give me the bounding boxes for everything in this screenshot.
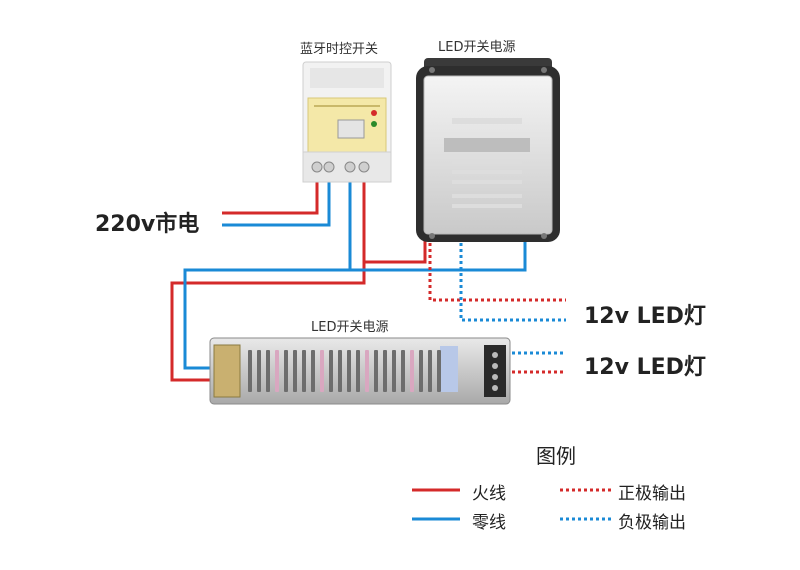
vent-slots (248, 350, 441, 392)
vent-slot (365, 350, 369, 392)
led-lamp-label-2: 12v LED灯 (584, 355, 706, 380)
neutral-to-top-psu-wire (348, 172, 527, 272)
positive-output-wires (428, 243, 566, 374)
legend-negative-label: 负极输出 (618, 513, 686, 533)
led-lamp-label-1: 12v LED灯 (584, 304, 706, 329)
bluetooth-timer-switch-device (302, 61, 392, 183)
vent-slot (266, 350, 270, 392)
bluetooth-switch-label: 蓝牙时控开关 (300, 42, 379, 57)
vent-slot (338, 350, 342, 392)
bottom-led-power-supply-device (209, 337, 511, 405)
neutral-wires (183, 172, 527, 370)
vent-slot (410, 350, 414, 392)
vent-slot (419, 350, 423, 392)
vent-slot (320, 350, 324, 392)
vent-slot (311, 350, 315, 392)
vent-slot (401, 350, 405, 392)
vent-slot (383, 350, 387, 392)
vent-slot (248, 350, 252, 392)
neutral-mains-wire (222, 172, 331, 227)
live-wires (170, 172, 427, 382)
top-psu-positive-output (428, 243, 566, 302)
vent-slot (347, 350, 351, 392)
legend-positive-label: 正极输出 (618, 484, 686, 504)
vent-slot (329, 350, 333, 392)
vent-slot (275, 350, 279, 392)
live-to-bottom-psu-wire (170, 262, 366, 382)
vent-slot (284, 350, 288, 392)
vent-slot (374, 350, 378, 392)
live-mains-wire (222, 172, 319, 215)
vent-slot (302, 350, 306, 392)
vent-slot (257, 350, 261, 392)
legend-neutral-label: 零线 (472, 513, 506, 533)
mains-label: 220v市电 (95, 212, 200, 237)
legend-swatches (412, 488, 612, 521)
vent-slot (392, 350, 396, 392)
legend-title: 图例 (536, 444, 576, 468)
top-psu-label: LED开关电源 (438, 40, 516, 55)
vent-slot (293, 350, 297, 392)
neutral-to-bottom-psu-wire (183, 268, 350, 370)
vent-slot (437, 350, 441, 392)
top-psu-negative-output (459, 243, 566, 322)
top-led-power-supply-device (416, 58, 560, 242)
legend-live-label: 火线 (472, 484, 506, 504)
vent-slot (428, 350, 432, 392)
bottom-psu-label: LED开关电源 (311, 320, 389, 335)
live-to-top-psu-wire (362, 172, 427, 264)
negative-output-wires (459, 243, 566, 355)
vent-slot (356, 350, 360, 392)
